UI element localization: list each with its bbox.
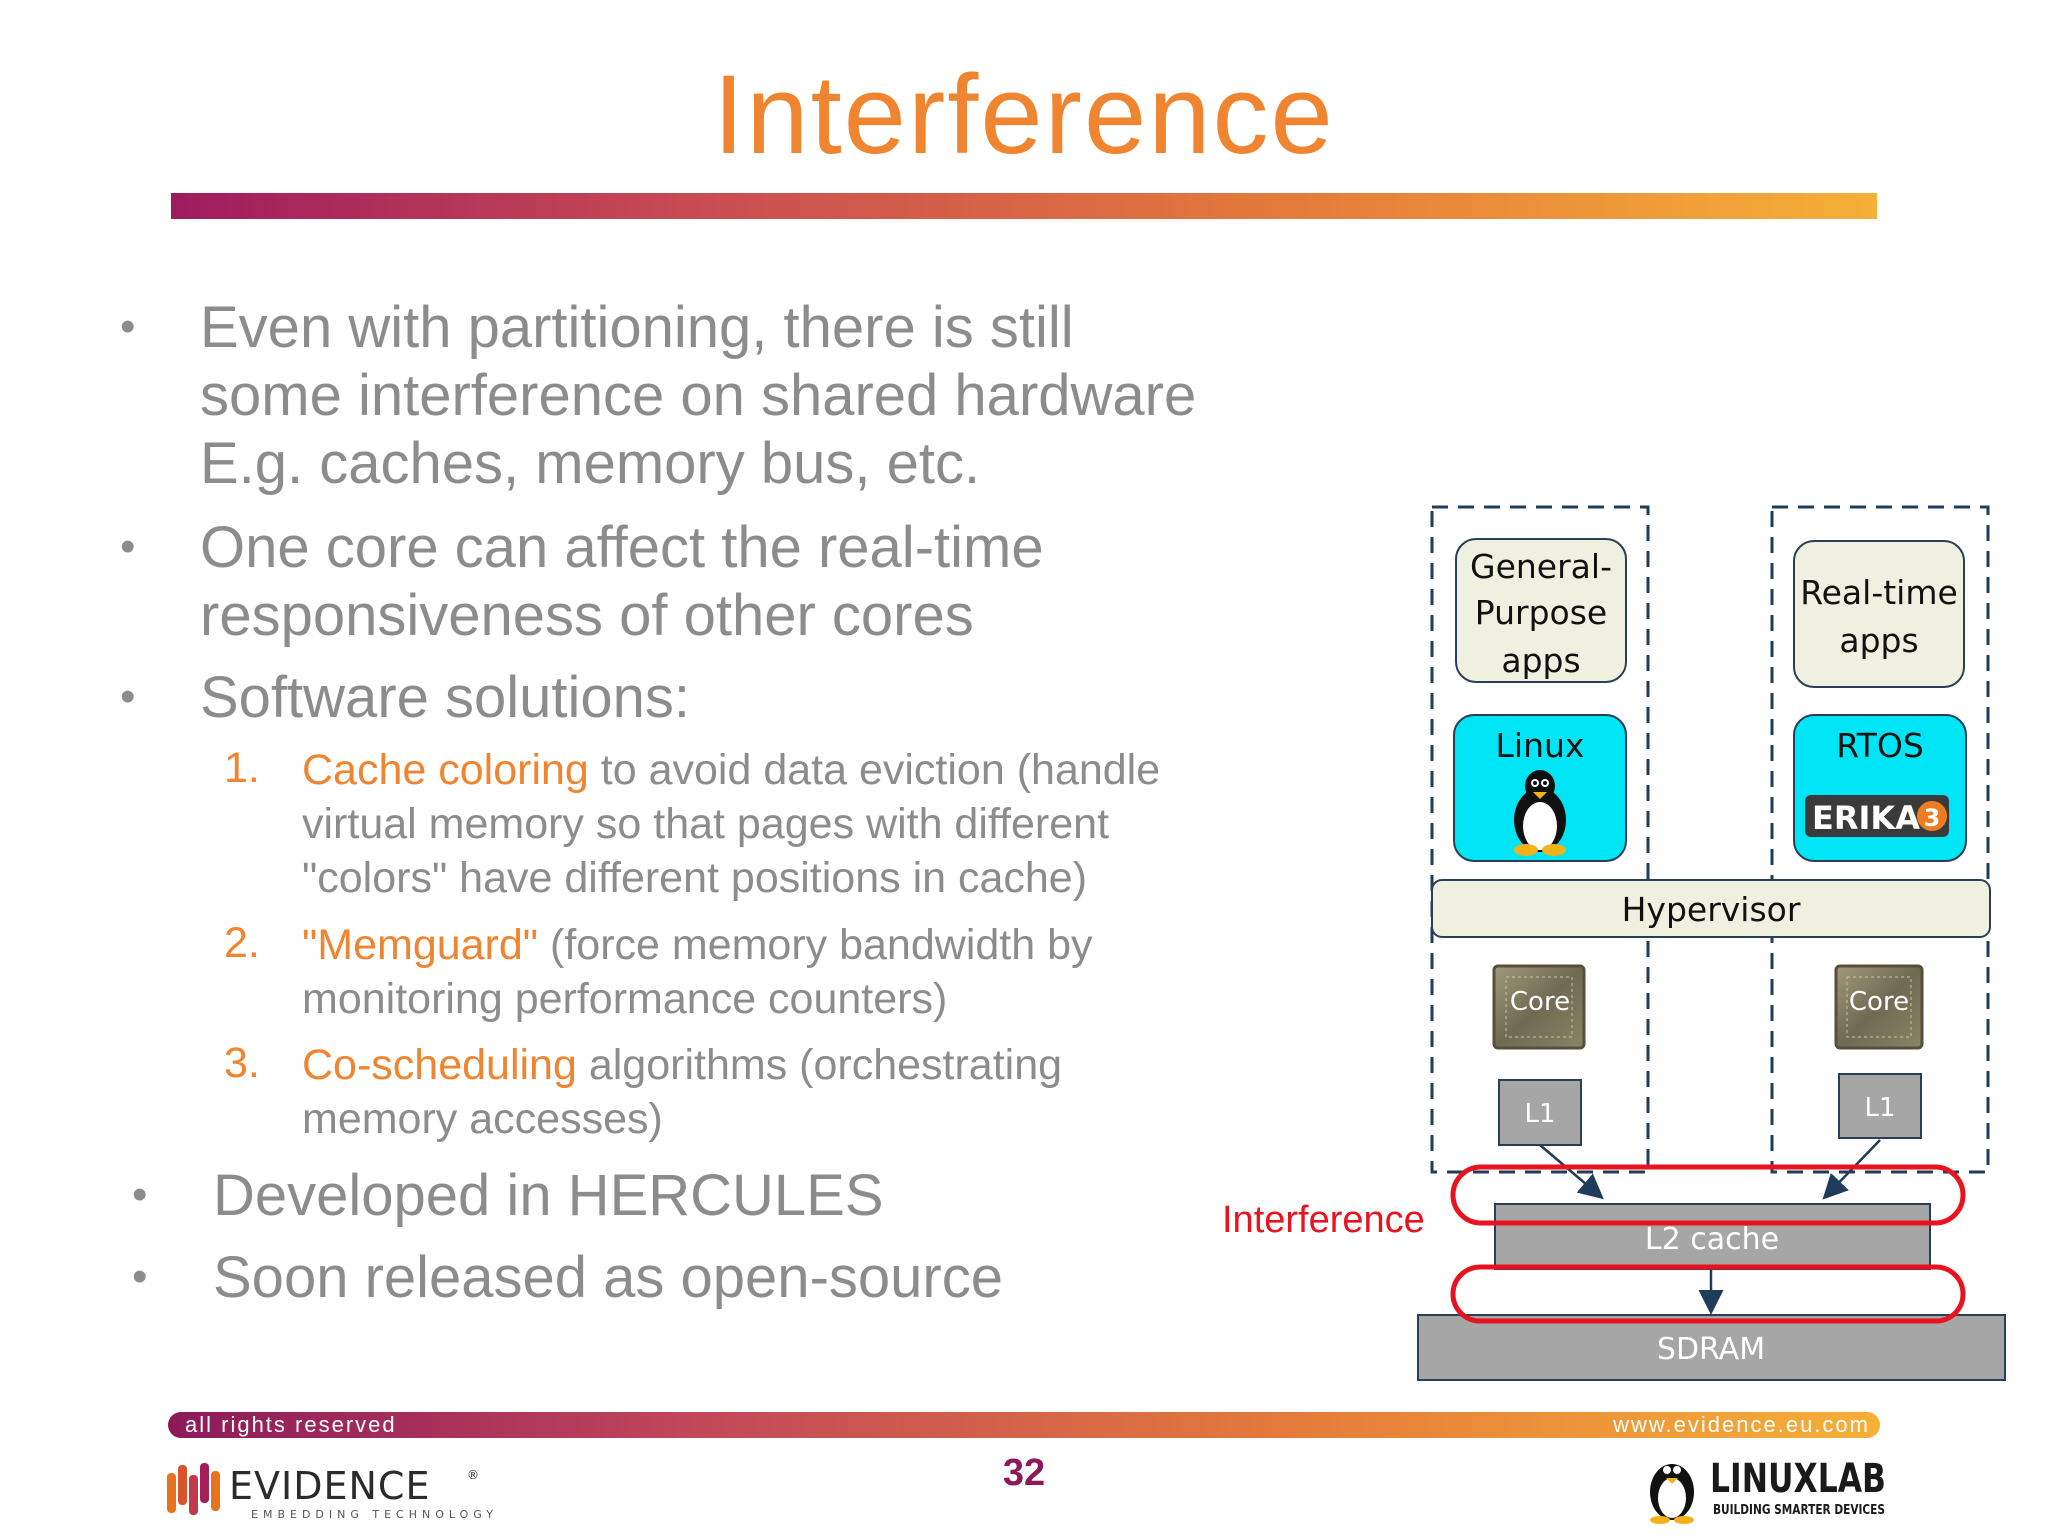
tux-penguin-icon [1514,770,1566,856]
bullet-1-line-2: some interference on shared hardware [200,363,1197,428]
erika-logo-text: ERIKA [1812,799,1920,837]
evidence-registered: ® [467,1468,479,1482]
l1-right-label: L1 [1864,1093,1895,1123]
bullet-4: Developed in HERCULES [213,1163,884,1228]
gp-apps-box: General- Purpose apps [1455,538,1627,683]
solution-1-number: 1. [224,744,260,792]
title-underline-bar [171,193,1877,219]
bullet-dot: • [132,1170,148,1219]
gp-apps-line-1: General- [1470,547,1612,586]
solution-1-highlight: Cache coloring [302,746,589,794]
partition-gp-border [1430,505,1650,1174]
bullet-1-line-1: Even with partitioning, there is still [200,295,1074,360]
rtos-box: RTOS ERIKA 3 [1793,714,1967,862]
rt-apps-box: Real-time apps [1793,540,1965,688]
bullet-1-line-3: E.g. caches, memory bus, etc. [200,431,981,496]
bullet-dot: • [132,1252,148,1301]
hypervisor-box: Hypervisor [1431,879,1991,938]
l2-cache-box: L2 cache [1494,1203,1931,1270]
footer-rights-text: all rights reserved [185,1412,397,1437]
solution-3-number: 3. [224,1039,260,1087]
bullet-2: One core can affect the real-time respon… [200,514,1044,650]
l1-cache-left: L1 [1498,1079,1582,1146]
solution-1-line-3: "colors" have different positions in cac… [302,854,1088,902]
hypervisor-label: Hypervisor [1622,890,1801,929]
evidence-logo-text: EVIDENCE [229,1464,430,1508]
linux-box: Linux [1453,714,1627,862]
evidence-logo: EVIDENCE ® EMBEDDING TECHNOLOGY [167,1463,495,1521]
linux-label: Linux [1496,726,1585,765]
rt-apps-line-2: apps [1839,621,1918,660]
solution-1-line-1: to avoid data eviction (handle [588,746,1161,794]
solution-3-line-2: memory accesses) [302,1095,663,1143]
interference-oval-upper [1450,1164,1966,1226]
solution-3: Co-scheduling algorithms (orchestrating … [302,1038,1062,1146]
core-chip-right: Core [1834,964,1924,1050]
solution-3-line-1: algorithms (orchestrating [576,1041,1063,1089]
page-number: 32 [1002,1452,1046,1494]
interference-oval-lower [1450,1264,1966,1324]
gp-apps-line-2: Purpose [1475,593,1607,632]
linuxlab-logo-text: LINUXLAB [1710,1456,1886,1502]
rtos-label: RTOS [1836,726,1924,765]
bullet-2-line-2: responsiveness of other cores [200,583,974,648]
l1-left-label: L1 [1524,1099,1555,1129]
solution-3-highlight: Co-scheduling [302,1041,577,1089]
arrow-l1-left-to-l2 [1539,1144,1604,1200]
core-left-label: Core [1510,987,1570,1017]
evidence-wave-icon [167,1463,220,1515]
footer-bar [168,1412,1880,1438]
gp-apps-line-3: apps [1501,641,1580,680]
sdram-box: SDRAM [1417,1314,2006,1381]
bullet-2-line-1: One core can affect the real-time [200,515,1044,580]
architecture-diagram: General- Purpose apps Real-time apps Lin… [1417,505,2006,1381]
footer-website-link[interactable]: www.evidence.eu.com [1613,1412,1870,1437]
linuxlab-penguin-icon [1650,1464,1694,1524]
l2-cache-label: L2 cache [1645,1222,1779,1257]
interference-label: Interference [1222,1199,1425,1241]
sdram-label: SDRAM [1657,1332,1765,1367]
solution-1-line-2: virtual memory so that pages with differ… [302,800,1110,848]
solution-2-number: 2. [224,919,260,967]
solution-2-line-2: monitoring performance counters) [302,975,948,1023]
linuxlab-logo: LINUXLAB BUILDING SMARTER DEVICES [1650,1456,1886,1524]
bullet-dot: • [120,522,136,571]
bullet-3-line-1: Software solutions: [200,665,691,730]
bullet-3: Software solutions: [200,664,690,732]
slide-title: Interference [713,52,1335,177]
partition-rt-border [1770,505,1990,1174]
l1-cache-right: L1 [1838,1073,1922,1139]
erika-version: 3 [1924,804,1941,832]
solution-2-line-1: (force memory bandwidth by [538,921,1093,969]
solution-2: "Memguard" (force memory bandwidth by mo… [302,918,1093,1026]
core-chip-left: Core [1492,964,1586,1050]
core-right-label: Core [1849,987,1909,1017]
bullet-5: Soon released as open-source [213,1245,1003,1310]
evidence-tagline: EMBEDDING TECHNOLOGY [251,1508,495,1521]
rt-apps-line-1: Real-time [1800,573,1958,612]
solution-2-highlight: "Memguard" [302,921,539,969]
bullet-dot: • [120,302,136,351]
erika-logo: ERIKA 3 [1805,795,1949,837]
solution-1: Cache coloring to avoid data eviction (h… [302,743,1160,905]
bullet-1: Even with partitioning, there is still s… [200,294,1196,498]
bullet-dot: • [120,672,136,721]
linuxlab-tagline: BUILDING SMARTER DEVICES [1713,1503,1885,1518]
